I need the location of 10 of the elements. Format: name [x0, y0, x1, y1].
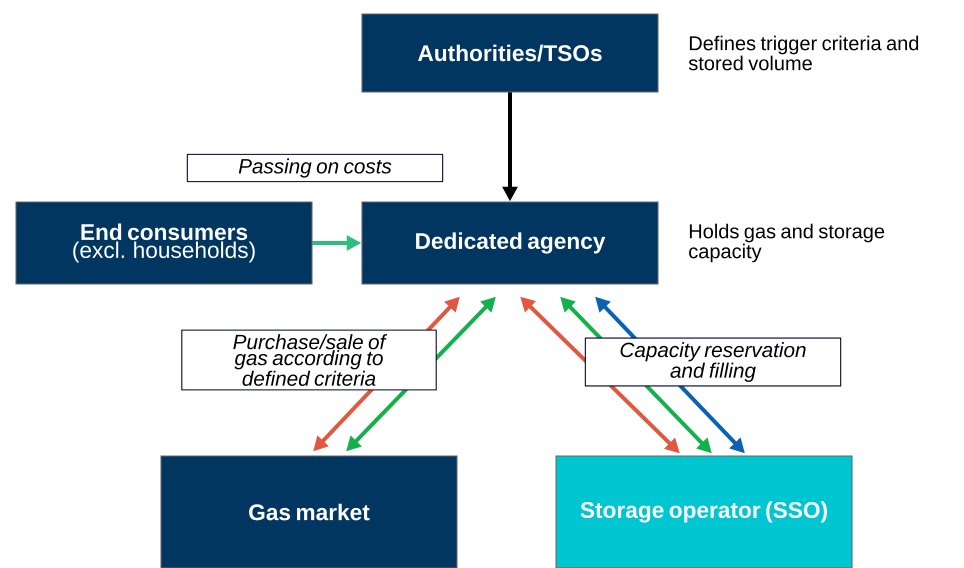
entity-box: Gas market — [160, 455, 458, 568]
side-note: Defines trigger criteria and stored volume — [688, 36, 918, 70]
side-note: Holds gas and storage capacity — [689, 224, 884, 262]
entity-box: Storage operator (SSO) — [555, 455, 853, 568]
entity-box: Dedicated agency — [361, 201, 659, 285]
edge-label: Passing on costs — [186, 154, 444, 182]
entity-box: Authorities/TSOs — [361, 13, 659, 93]
entity-box: End consumers (excl. households) — [15, 201, 313, 285]
edge-label: Purchase/sale of gas according to defined criteria — [181, 330, 437, 390]
edge-label: Capacity reservation and filling — [584, 338, 842, 386]
